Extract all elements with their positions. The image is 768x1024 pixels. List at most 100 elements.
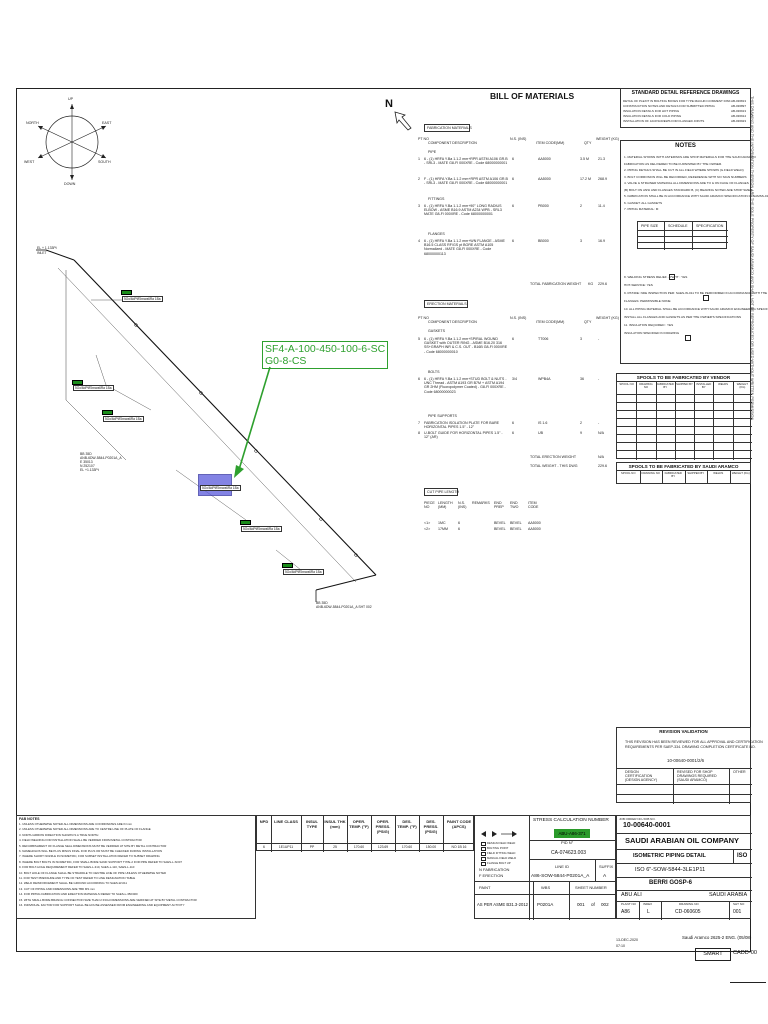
note-item: 10. ALL PIPING MATERIAL SHALL BE ACCORDA…: [624, 307, 768, 311]
grid-line: [655, 382, 657, 460]
ref-number: AB-036913: [731, 109, 747, 113]
symbol-icon: [481, 862, 486, 866]
job-no-label: JOB ORDER NO./JOB NO.: [619, 817, 656, 821]
sheet-no: 001: [733, 909, 742, 915]
grid-line: [617, 450, 752, 451]
dwg-no-label: DRAWING NO: [679, 902, 699, 906]
note-item: 11. INSULATION REQUIRED : YES: [624, 323, 674, 327]
iso-number: ISO 6"-SOW-5844-3LE1P11: [635, 867, 706, 873]
nde-checkbox[interactable]: [703, 295, 709, 301]
support-tag[interactable]: 5Oo/6dPf/Ebnwa6Ra 1Ba: [241, 526, 282, 532]
bom-item-code: TT006: [538, 337, 549, 341]
wbs-label: WBS: [541, 885, 551, 890]
drawing-sheet: [16, 88, 751, 952]
fab-note-item: 15. WITH SMALL BORE BRANCH CONNECTION SI…: [19, 897, 197, 902]
pid-number: CA-074623.003: [551, 850, 587, 856]
bop-easting: E 35013: [80, 460, 93, 464]
location-country: SAUDI ARABIA: [709, 892, 748, 898]
cut-cell: 17MM: [438, 527, 448, 531]
note-item: FLANGES: PERMISSIBLE NONE: [624, 299, 671, 303]
col-description: COMPONENT DESCRIPTION: [428, 320, 477, 324]
bom-ns: 6: [512, 177, 514, 181]
note-item: FABRICATION AS DELIVERED TO BE FURNISHED…: [624, 161, 723, 166]
side-legal-text-content: THIS DRAWING AND THE INFORMATION THEREON…: [750, 96, 754, 421]
bop-line: ANB-6DW-5844-P0201A_A SHT 002: [316, 605, 372, 609]
callout-line-1: SF4-A-100-450-100-6-SC: [265, 343, 386, 355]
erection-header: ERECTION MATERIALS: [424, 300, 468, 308]
grid-line: [707, 471, 708, 484]
col-qty: QTY: [584, 141, 592, 145]
aramco-col-header: DRAWING NO: [641, 471, 660, 475]
support-tag[interactable]: 5Oo/6dPf/Ebnwa6Ra 1Ba: [122, 296, 163, 302]
grid-line: [639, 471, 641, 484]
bop-label: BB 35D: [316, 601, 328, 605]
pwht-checkbox[interactable]: [669, 274, 675, 280]
weld-tag-marker[interactable]: [72, 380, 83, 385]
grid-line: [395, 844, 396, 852]
vendor-col-header: WELDS: [718, 382, 729, 386]
symbol-note: DESIGN FIELD WELD: [487, 841, 516, 845]
support-tag[interactable]: 5Oo/6dPf/Ebnwa6Ra 1Ba: [103, 416, 144, 422]
bom-qty: 3: [580, 337, 582, 341]
pipe-section-label: PIPE: [428, 150, 437, 154]
note-item: INSULATION SPECIFIED IN DRAWING: [624, 331, 680, 335]
note-item: (B) BOLT ON ANSI AND FLANGES STANDARD B,…: [624, 187, 753, 192]
bom-item-code: AA5000: [538, 157, 551, 161]
bom-description: FABRICATION ISOLATION PLATE FOR BARE HOR…: [424, 421, 500, 430]
notes-box: NOTES 1. MATERIAL SHOWN WITH ASTERISKS A…: [620, 140, 768, 364]
line-col-header: OPER. TEMP. (°F): [349, 819, 369, 829]
cut-col-header: END PREP: [494, 501, 504, 510]
vendor-col-header: FABRICATED BY: [656, 382, 674, 390]
support-tag[interactable]: 5Oo/6dPf/Ebnwa6Ra 1Ba: [283, 569, 324, 575]
total-value: 229.6: [598, 464, 607, 468]
grid-line: [301, 816, 302, 843]
weld-tag-marker[interactable]: [121, 290, 132, 295]
weld-tag-marker[interactable]: [240, 520, 251, 525]
sht-no-label: SHT NO: [733, 902, 745, 906]
insulation-checkbox[interactable]: [685, 335, 691, 341]
side-legal-text: THIS DRAWING AND THE INFORMATION THEREON…: [748, 96, 754, 856]
support-tag[interactable]: 5Oo/6dPf/Ebnwa6Ra 1Ba: [200, 485, 241, 491]
note-item: INSTALL ALL FLANGES AND GASKETS AS PER T…: [624, 315, 742, 319]
cut-col-header: LENGTH (MM): [438, 501, 453, 510]
grid-line: [443, 816, 444, 843]
bom-description: 6 - (1) HRFA Y.Ba 1.1.2 mm+WN FLANGE - A…: [424, 239, 505, 256]
bom-qty: 3.5 M: [580, 157, 589, 161]
col-item-code: ITEM CODE(MM): [536, 141, 565, 145]
bom-weight: 16.9: [598, 239, 605, 243]
notes-title: NOTES: [675, 143, 696, 149]
grid-line: [617, 418, 752, 419]
stress-calc-number[interactable]: ABU-A86-371: [554, 829, 590, 838]
fab-label: N FABRICATION: [479, 867, 510, 872]
bom-ns: 6: [512, 337, 514, 341]
bop-elevation: EL +1.133Pt: [80, 468, 99, 472]
line-cell: 150.00: [425, 845, 437, 849]
bom-weight: 268.9: [598, 177, 607, 181]
bom-pt-no: 4: [418, 239, 420, 243]
vendor-col-header: DRAWING NO: [639, 382, 653, 390]
note-item: 6. GASKET: ALL GASKETS: [624, 200, 663, 205]
flow-arrows-icon: [481, 831, 517, 837]
aramco-form-number: Saudi Aramco 2625-2 ENG. (05/08): [682, 935, 752, 940]
drawing-type-code: ISO: [737, 853, 748, 859]
fab-note-item: 3. NORTH ARROW DIRECTION SHOWN IS A TRUE…: [19, 832, 99, 837]
compass-north-label: NORTH: [26, 121, 39, 125]
weld-tag-marker[interactable]: [102, 410, 113, 415]
weld-tag-marker[interactable]: [282, 563, 293, 568]
smart-badge: SMART: [695, 948, 731, 961]
line-number-callout[interactable]: SF4-A-100-450-100-6-SC G0-8-CS: [262, 341, 389, 369]
bom-ns: 6: [512, 239, 514, 243]
support-tag[interactable]: 5Oo/6dPf/Ebnwa6Ra 1Ba: [73, 385, 114, 391]
grid-line: [617, 410, 752, 411]
index-label: INDEX: [643, 902, 653, 906]
aramco-col-header: WELDS: [713, 471, 724, 475]
bom-description: 6 - (1) HRFA Y.Ba 1.1.2 mm+90° LONG RADI…: [424, 204, 502, 217]
fab-note-item: 9. FOR BOLT-HOLE REQUIREMENT REFER TO SA…: [19, 865, 135, 870]
bom-item-code: AA5000: [538, 177, 551, 181]
bom-description: U-BOLT GUIDE FOR HORIZONTAL PIPES 1.5" -…: [424, 431, 503, 440]
bom-pt-no: 8: [418, 431, 420, 435]
col-ns: N.S. (INS): [510, 137, 527, 141]
bom-pt-no: 5: [418, 337, 420, 341]
